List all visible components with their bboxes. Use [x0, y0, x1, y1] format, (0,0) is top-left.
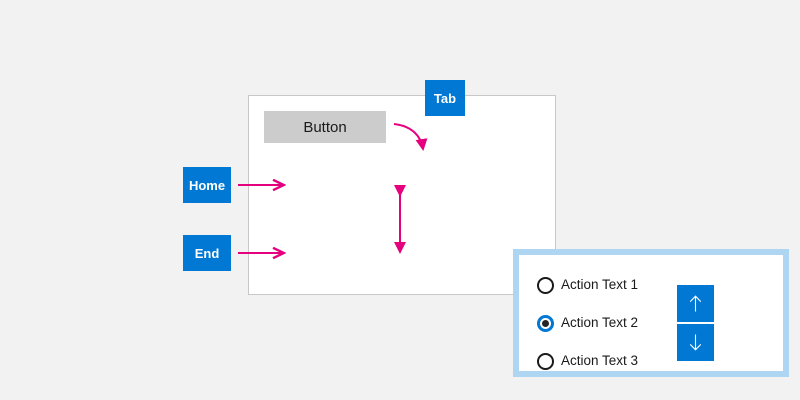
- spinner-buttons: [677, 285, 714, 361]
- radio-option-list: Action Text 1 Action Text 2 Action Text …: [537, 275, 687, 371]
- arrow-up-icon: [689, 295, 702, 312]
- key-badge-home[interactable]: Home: [183, 167, 231, 203]
- key-badge-tab[interactable]: Tab: [425, 80, 465, 116]
- radio-option-2[interactable]: Action Text 2: [537, 313, 687, 333]
- arrow-down-icon: [689, 334, 702, 351]
- move-up-button[interactable]: [677, 285, 714, 322]
- key-badge-end[interactable]: End: [183, 235, 231, 271]
- radio-option-label: Action Text 3: [561, 353, 639, 369]
- radio-unselected-icon: [537, 352, 554, 370]
- radio-option-3[interactable]: Action Text 3: [537, 351, 687, 371]
- radio-selected-icon: [537, 314, 554, 332]
- radio-group[interactable]: Action Text 1 Action Text 2 Action Text …: [513, 249, 789, 377]
- dialog-button[interactable]: Button: [264, 111, 386, 143]
- radio-option-label: Action Text 2: [561, 315, 639, 331]
- radio-unselected-icon: [537, 276, 554, 294]
- radio-option-1[interactable]: Action Text 1: [537, 275, 687, 295]
- move-down-button[interactable]: [677, 324, 714, 361]
- radio-option-label: Action Text 1: [561, 277, 639, 293]
